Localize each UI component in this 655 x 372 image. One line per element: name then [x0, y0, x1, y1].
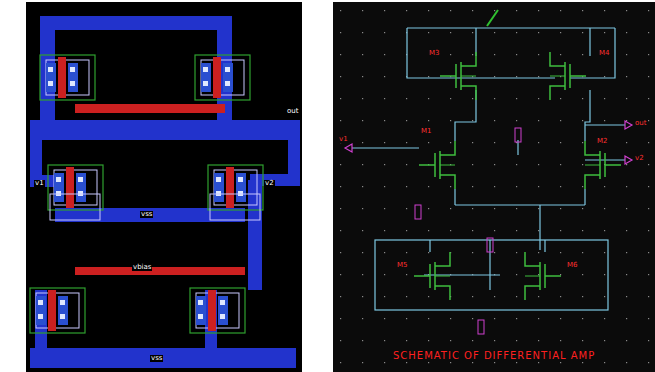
net-label: vbias — [132, 264, 152, 271]
instance-name: M2 — [596, 138, 609, 145]
pin-label: v1 — [34, 180, 45, 187]
net-label: vss — [140, 211, 153, 218]
pin-label: v2 — [634, 155, 645, 162]
pin-label: out — [634, 120, 647, 127]
instance-name: M3 — [428, 50, 441, 57]
instance-name: M1 — [420, 128, 433, 135]
pin-label: v1 — [338, 136, 349, 143]
schematic-caption: SCHEMATIC OF DIFFERENTIAL AMP — [393, 350, 595, 361]
net-label: vss — [150, 355, 163, 362]
instance-name: M5 — [396, 262, 409, 269]
instance-name: M6 — [566, 262, 579, 269]
pin-label: v2 — [264, 180, 275, 187]
net-label: out — [286, 108, 299, 115]
instance-name: M4 — [598, 50, 611, 57]
